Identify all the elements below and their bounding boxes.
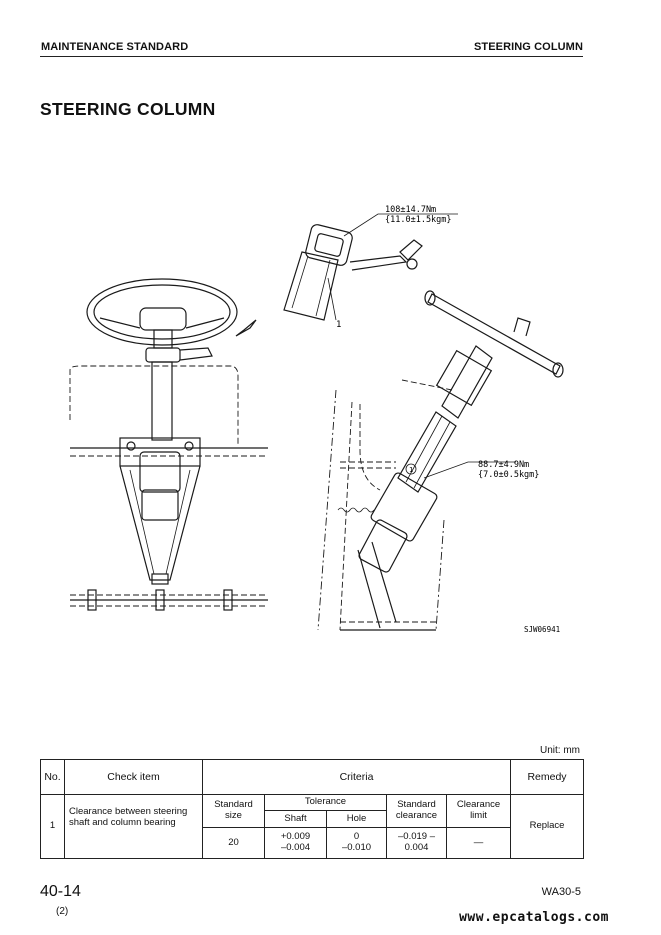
subheader-standard-size: Standard size bbox=[202, 794, 265, 828]
cell-clearance-limit: — bbox=[445, 827, 512, 859]
cell-standard-size: 20 bbox=[202, 827, 265, 859]
shaft-tolerance-upper: +0.009 bbox=[280, 831, 311, 843]
header-criteria: Criteria bbox=[201, 759, 512, 795]
units-label: Unit: mm bbox=[540, 745, 580, 756]
steering-column-drawing: 108±14.7Nm {11.0±1.5kgm} 1 1 88.7±4.9Nm … bbox=[69, 205, 564, 634]
hole-tolerance-lower: –0.010 bbox=[341, 842, 372, 853]
subheader-hole: Hole bbox=[326, 810, 387, 828]
side-view bbox=[317, 290, 564, 631]
torque-spec-2-kgm: {7.0±0.5kgm} bbox=[478, 470, 539, 480]
page-number: 40-14 bbox=[40, 883, 81, 900]
watermark-url: www.epcatalogs.com bbox=[459, 910, 609, 925]
front-view bbox=[69, 278, 268, 611]
torque-spec-2: 88.7±4.9Nm bbox=[478, 460, 529, 470]
model-code: WA30-5 bbox=[541, 886, 581, 898]
callout-part-1: 1 bbox=[336, 320, 341, 330]
subheader-tolerance: Tolerance bbox=[264, 794, 387, 811]
revision-mark: (2) bbox=[56, 906, 69, 917]
detail-view bbox=[283, 213, 458, 321]
maintenance-standard-table: No. Check item Criteria Remedy 1 Clearan… bbox=[40, 759, 585, 859]
header-check-item: Check item bbox=[64, 759, 203, 795]
header-section-title: MAINTENANCE STANDARD bbox=[41, 41, 189, 53]
callout-part-1-side: 1 bbox=[409, 466, 413, 474]
shaft-tolerance-lower: –0.004 bbox=[280, 842, 311, 853]
row-no: 1 bbox=[40, 794, 65, 859]
header-rule bbox=[40, 56, 583, 57]
subheader-clearance-limit: Clearance limit bbox=[445, 794, 512, 828]
figure-id: SJW06941 bbox=[524, 625, 560, 634]
row-check-item: Clearance between steering shaft and col… bbox=[64, 794, 203, 859]
standard-clearance-lower: 0.004 bbox=[404, 842, 429, 853]
hole-tolerance-upper: 0 bbox=[353, 831, 360, 843]
row-remedy: Replace bbox=[510, 794, 585, 859]
header-no: No. bbox=[40, 759, 65, 795]
header-remedy: Remedy bbox=[510, 759, 585, 795]
cell-shaft-tolerance: +0.009 –0.004 bbox=[264, 827, 327, 859]
cell-standard-clearance: –0.019 – 0.004 bbox=[386, 827, 447, 859]
subheader-standard-clearance: Standard clearance bbox=[386, 794, 447, 828]
header-chapter-title: STEERING COLUMN bbox=[473, 41, 583, 53]
torque-spec-1: 108±14.7Nm bbox=[385, 205, 436, 215]
page-title: STEERING COLUMN bbox=[40, 99, 216, 119]
cell-hole-tolerance: 0 –0.010 bbox=[326, 827, 387, 859]
torque-spec-1-kgm: {11.0±1.5kgm} bbox=[385, 215, 452, 225]
standard-clearance-upper: –0.019 – bbox=[398, 831, 435, 843]
subheader-shaft: Shaft bbox=[264, 810, 327, 828]
